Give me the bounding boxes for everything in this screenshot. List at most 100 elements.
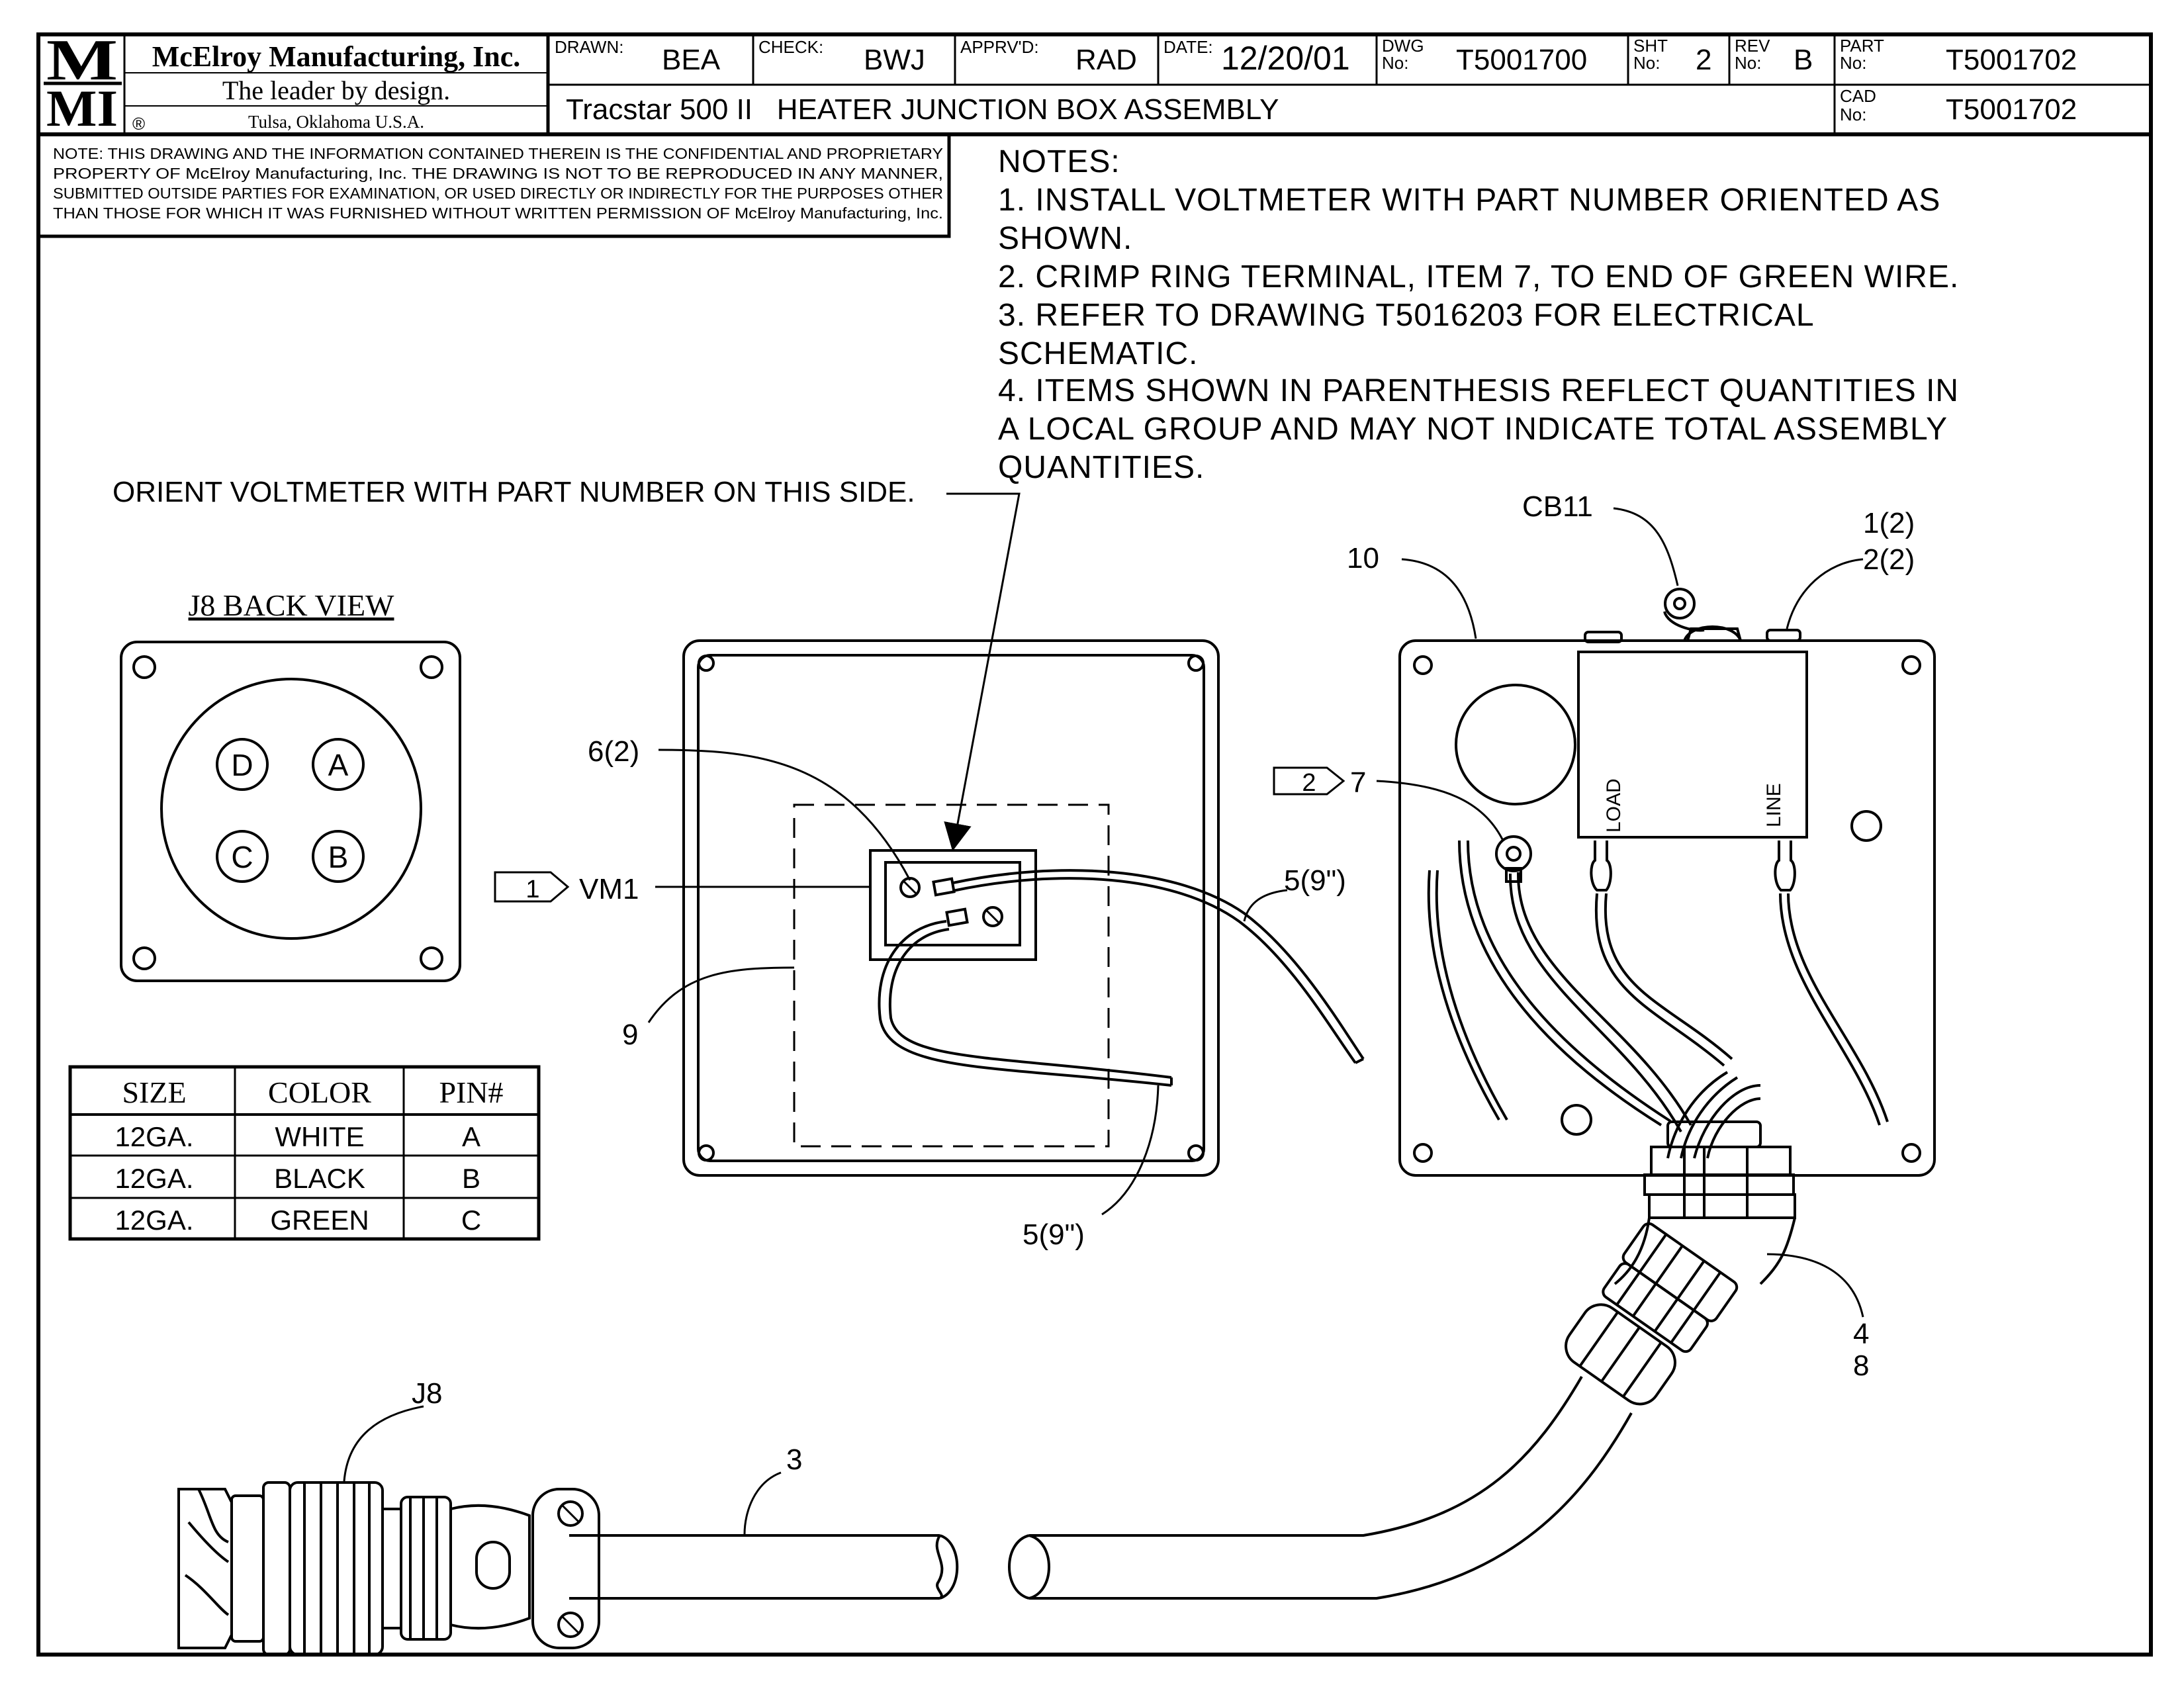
check-value: BWJ [864,44,925,76]
gasket-outline [793,803,1110,1148]
table-cell-color: WHITE [275,1121,364,1152]
callout-item-1: 1(2) [1863,507,1915,539]
dwg-number: T5001700 [1456,44,1587,76]
pin-c-label: C [231,840,253,874]
callout-item-6-leader [658,749,911,881]
callout-item-2: 2(2) [1863,543,1915,576]
title-block [36,34,2151,238]
sheet-border [36,32,2153,1657]
breaker-load-label: LOAD [1603,778,1625,833]
confidential-notice: NOTE: THIS DRAWING AND THE INFORMATION C… [53,145,943,222]
drawn-label: DRAWN: [555,37,623,57]
callout-item-6: 6(2) [588,735,639,768]
callout-cb11-leader [1613,507,1679,586]
pin-b-label: B [328,840,349,874]
flag-2-marker [1273,766,1345,796]
company-location: Tulsa, Oklahoma U.S.A. [248,112,424,132]
note-4-line1: 4. ITEMS SHOWN IN PARENTHESIS REFLECT QU… [998,373,1959,408]
sheet-number: 2 [1696,44,1711,76]
registered-mark: ® [132,114,145,134]
cad-number: T5001702 [1946,93,2077,126]
confidential-line-1: NOTE: THIS DRAWING AND THE INFORMATION C… [53,145,943,162]
callout-j8-leader [343,1405,424,1482]
note-4-line2: A LOCAL GROUP AND MAY NOT INDICATE TOTAL… [998,412,1948,447]
j8-back-view [120,641,461,982]
callout-item-5-upper: 5(9") [1284,864,1346,897]
note-1-line2: SHOWN. [998,221,1132,256]
table-cell-size: 12GA. [114,1121,193,1152]
note-3-line2: SCHEMATIC. [998,336,1198,371]
table-cell-color: BLACK [274,1163,365,1194]
confidential-line-2: PROPERTY OF McElroy Manufacturing, Inc. … [53,165,943,182]
lid-wires [878,869,1365,1087]
table-header-color: COLOR [268,1075,371,1109]
rev-value: B [1794,44,1813,76]
confidential-line-3: SUBMITTED OUTSIDE PARTIES FOR EXAMINATIO… [53,185,943,202]
callout-item-7: 7 [1350,766,1366,799]
pin-a-label: A [328,748,349,782]
callout-item-5-lower: 5(9") [1023,1218,1085,1251]
callout-item-10-leader [1401,558,1477,639]
rev-label-line1: REV [1735,36,1770,56]
notes-heading: NOTES: [998,144,1120,179]
drawn-value: BEA [662,44,721,76]
confidential-line-4: THAN THOSE FOR WHICH IT WAS FURNISHED WI… [53,205,943,222]
callout-item-8: 8 [1853,1349,1869,1382]
callout-item-4-8-leader [1766,1253,1864,1318]
sht-label-line2: No: [1633,53,1660,73]
mmi-logo: M MI [44,28,122,137]
ring-terminal-item-7 [1495,835,1532,883]
date-label: DATE: [1163,37,1213,57]
table-cell-pin: C [461,1205,481,1236]
flag-2-text: 2 [1302,769,1316,797]
rev-label-line2: No: [1735,53,1761,73]
dwg-label-line1: DWG [1382,36,1424,56]
general-notes: NOTES: 1. INSTALL VOLTMETER WITH PART NU… [998,144,1959,485]
callout-item-4: 4 [1853,1318,1869,1350]
callout-item-5-upper-leader [1243,889,1288,922]
cad-label-line1: CAD [1840,86,1876,106]
callout-cb11: CB11 [1522,490,1593,523]
cable-item-3 [569,1375,1633,1600]
drawing-title: Tracstar 500 II HEATER JUNCTION BOX ASSE… [566,93,1279,126]
orient-voltmeter-note: ORIENT VOLTMETER WITH PART NUMBER ON THI… [113,476,915,508]
date-value: 12/20/01 [1221,40,1350,77]
callout-item-5-lower-leader [1101,1085,1160,1216]
orient-note-leader [944,492,1021,852]
note-3-line1: 3. REFER TO DRAWING T5016203 FOR ELECTRI… [998,298,1815,333]
company-name: McElroy Manufacturing, Inc. [152,40,521,73]
flag-1-text: 1 [525,876,539,903]
note-1-line1: 1. INSTALL VOLTMETER WITH PART NUMBER OR… [998,183,1940,218]
sht-label-line1: SHT [1633,36,1668,56]
table-cell-pin: A [462,1121,480,1152]
callout-j8: J8 [412,1377,442,1410]
callout-item-3-leader [743,1471,782,1535]
box-wires [1427,840,1889,1159]
apprvd-value: RAD [1075,44,1137,76]
table-header-size: SIZE [122,1075,186,1109]
apprvd-label: APPRV'D: [960,37,1039,57]
table-cell-color: GREEN [270,1205,369,1236]
logo-text-bottom: MI [46,79,118,137]
dwg-label-line2: No: [1382,53,1408,73]
part-label-line1: PART [1840,36,1884,56]
flag-1-marker [494,871,570,903]
j8-connector [177,1481,600,1656]
callout-item-9-leader [647,966,795,1023]
knockout-hole [1455,684,1576,805]
voltmeter-vm1 [869,849,1037,961]
note-4-line3: QUANTITIES. [998,450,1205,485]
circuit-breaker-cb11 [1577,588,1808,839]
wire-table [68,1065,541,1241]
callout-item-1-2-leader [1786,558,1864,629]
callout-item-7-leader [1376,780,1504,840]
table-cell-size: 12GA. [114,1163,193,1194]
table-header-pin: PIN# [439,1075,503,1109]
note-2: 2. CRIMP RING TERMINAL, ITEM 7, TO END O… [998,259,1959,295]
junction-box-lid [682,639,1220,1177]
j8-back-view-title: J8 BACK VIEW [189,588,395,622]
callout-item-3: 3 [786,1443,802,1476]
callout-item-10: 10 [1347,542,1379,574]
callout-vm1: VM1 [579,873,639,905]
